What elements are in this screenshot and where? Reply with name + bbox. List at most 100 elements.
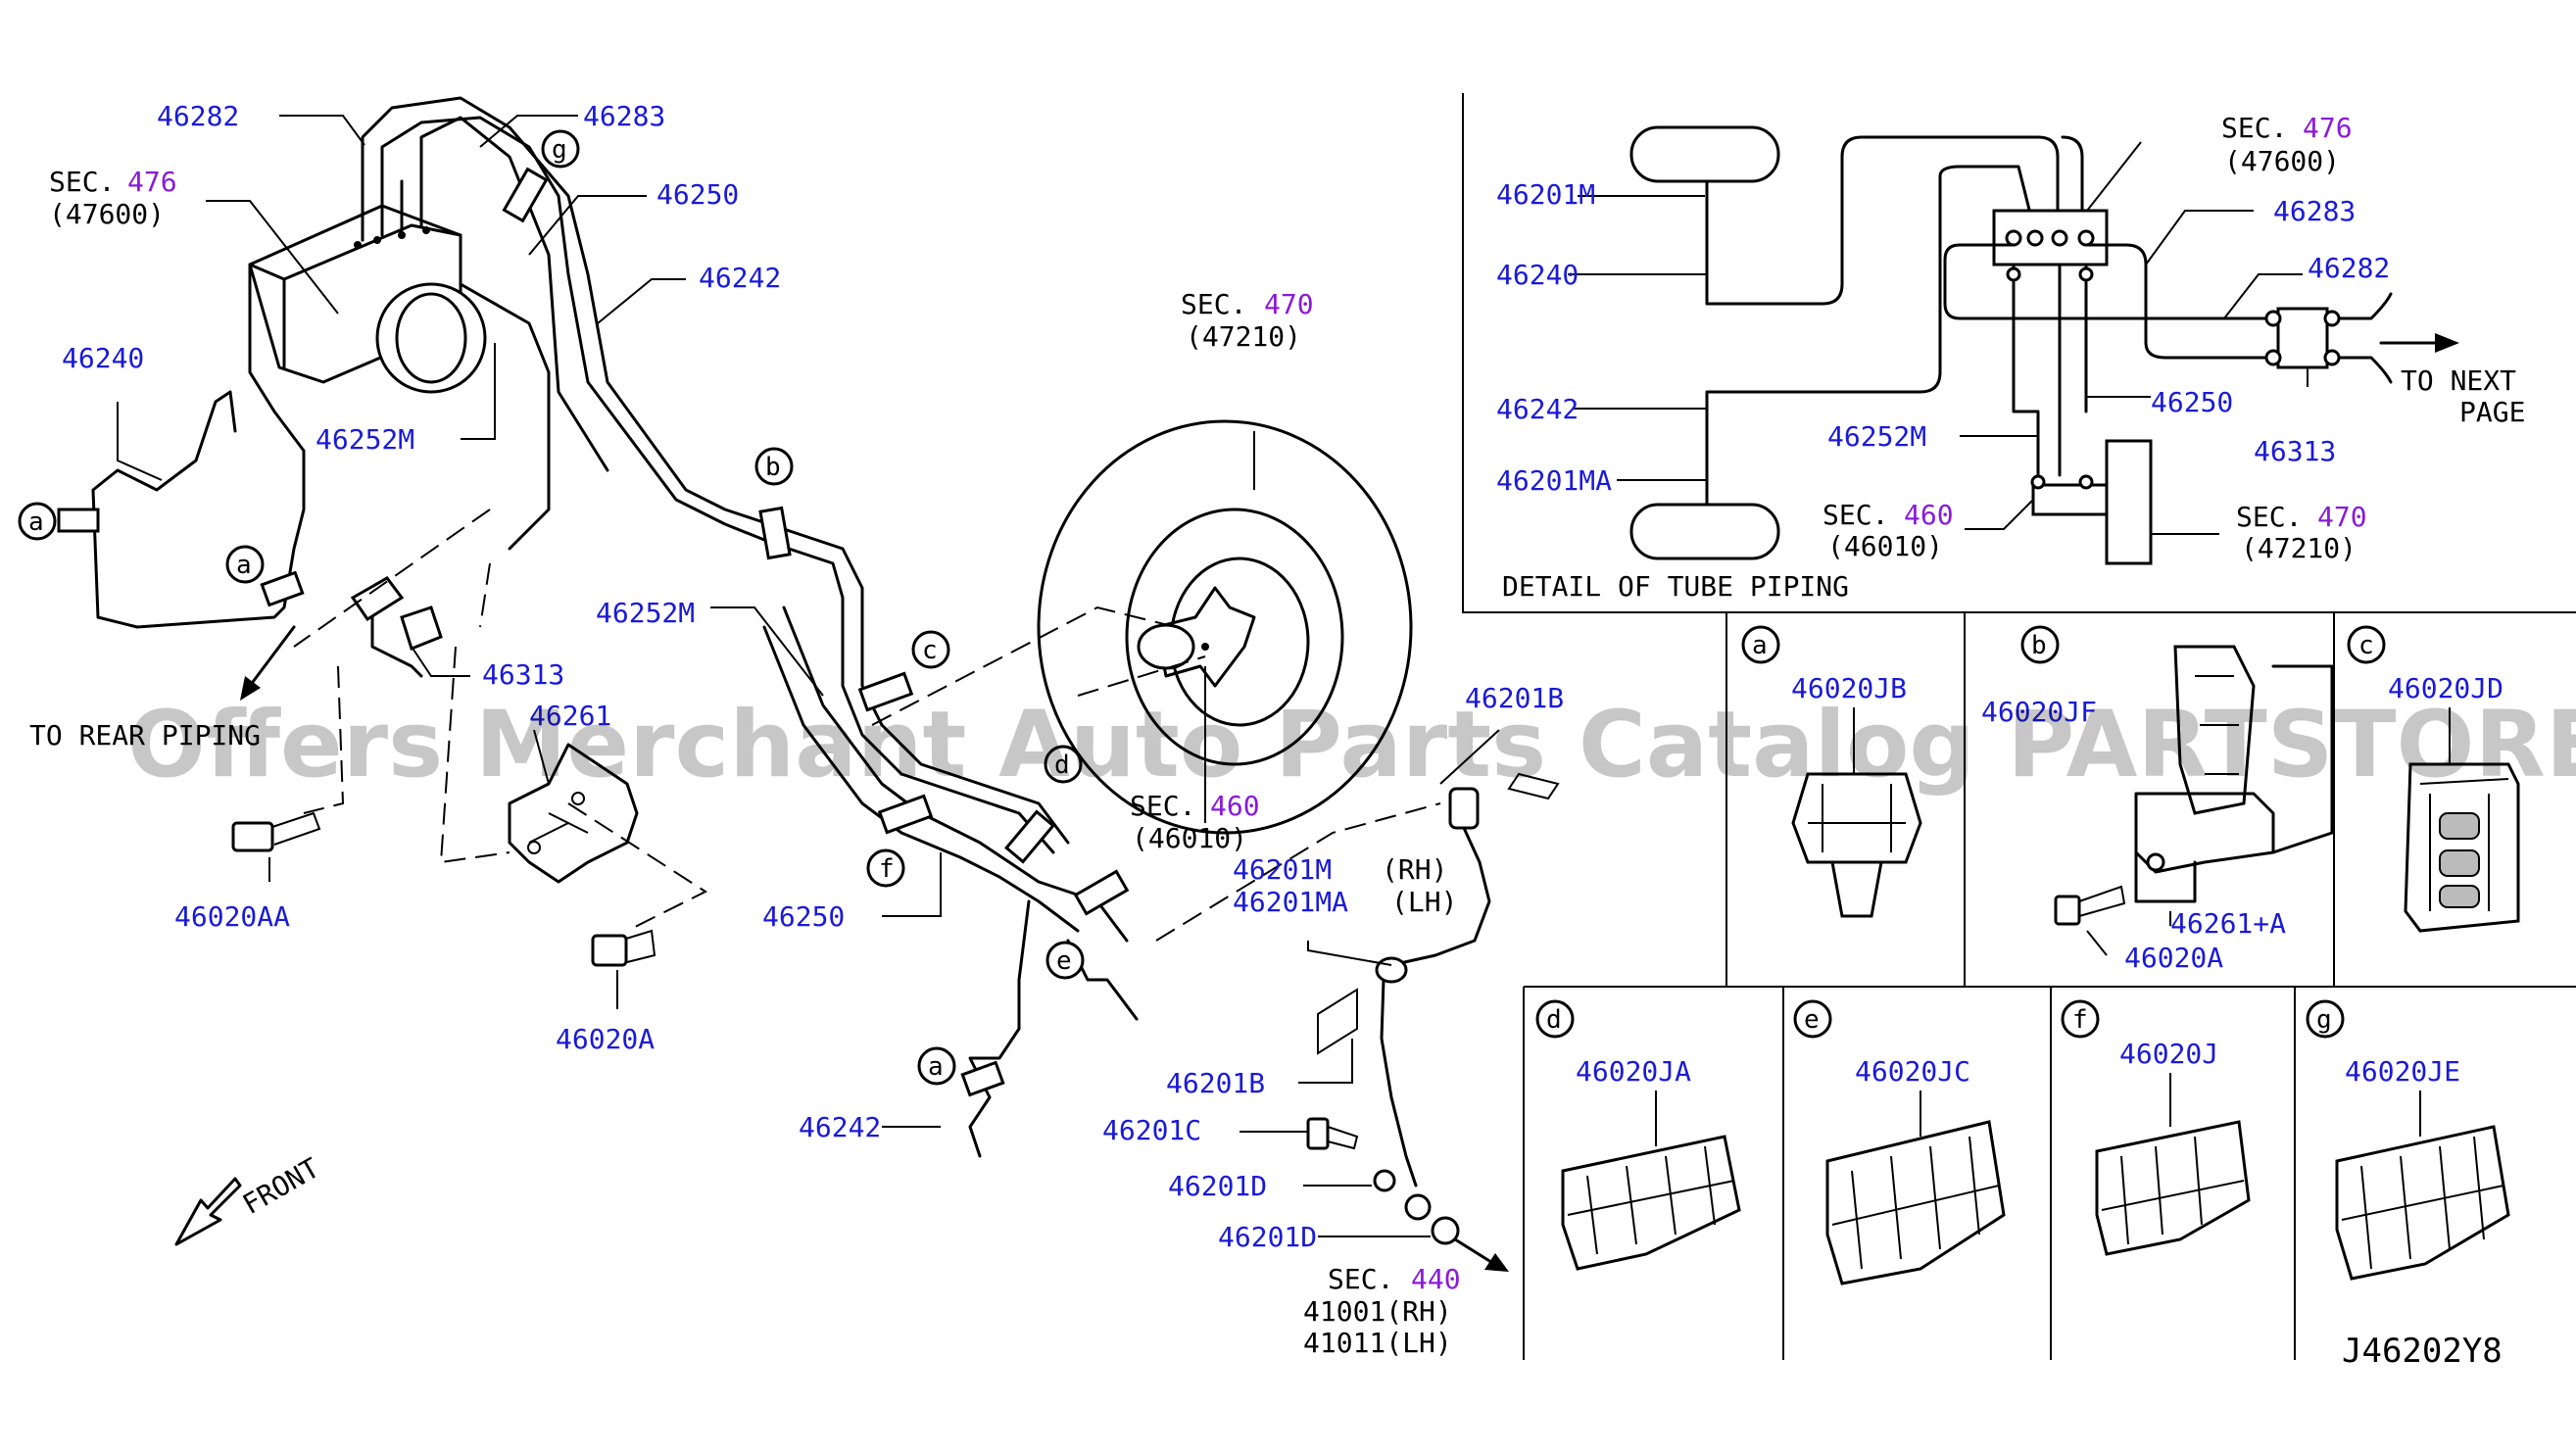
svg-text:46020JE: 46020JE bbox=[2345, 1055, 2460, 1088]
label-46252M: 46252M bbox=[316, 423, 414, 456]
svg-text:b: b bbox=[2031, 631, 2047, 660]
svg-text:470: 470 bbox=[1264, 288, 1314, 320]
svg-text:46261+A: 46261+A bbox=[2170, 907, 2286, 940]
leader-lines bbox=[117, 115, 1509, 1272]
svg-text:SEC.: SEC. bbox=[49, 166, 115, 198]
svg-text:g: g bbox=[552, 135, 567, 165]
svg-text:SEC.: SEC. bbox=[2236, 501, 2302, 533]
svg-text:TO NEXT: TO NEXT bbox=[2401, 364, 2516, 397]
svg-text:46020A: 46020A bbox=[2124, 942, 2223, 974]
svg-text:g: g bbox=[2316, 1005, 2332, 1035]
svg-text:476: 476 bbox=[2303, 112, 2353, 144]
svg-text:(47210): (47210) bbox=[1186, 320, 1301, 353]
svg-text:(LH): (LH) bbox=[1391, 886, 1457, 918]
label-46201C: 46201C bbox=[1102, 1114, 1201, 1146]
bracket-46261 bbox=[508, 743, 639, 884]
proportioning-valve bbox=[350, 576, 443, 678]
detail-labels: 46201M 46240 46242 46201MA SEC. 476 (476… bbox=[1496, 112, 2525, 603]
label-46201D-1: 46201D bbox=[1168, 1170, 1267, 1202]
svg-text:46250: 46250 bbox=[2151, 386, 2233, 418]
svg-text:(RH): (RH) bbox=[1382, 853, 1447, 886]
abs-actuator bbox=[248, 179, 487, 394]
label-46252M-2: 46252M bbox=[596, 597, 695, 629]
clip-grid bbox=[1523, 612, 2576, 1360]
svg-text:f: f bbox=[2072, 1005, 2088, 1035]
svg-text:c: c bbox=[2358, 631, 2374, 660]
svg-text:41011(LH): 41011(LH) bbox=[1303, 1327, 1452, 1359]
label-46242-2: 46242 bbox=[799, 1111, 881, 1143]
svg-text:e: e bbox=[1056, 946, 1072, 976]
svg-text:476: 476 bbox=[127, 166, 177, 198]
svg-text:SEC.: SEC. bbox=[1130, 790, 1195, 822]
svg-text:46242: 46242 bbox=[1496, 393, 1579, 425]
svg-text:46283: 46283 bbox=[2273, 195, 2356, 227]
main-tubes bbox=[91, 96, 1139, 1158]
callouts: a a g b c d f e a bbox=[18, 129, 1085, 1086]
svg-text:b: b bbox=[765, 453, 781, 482]
clip-d-46020JA: d 46020JA bbox=[1535, 999, 1741, 1271]
clip-g-46020JE: g 46020JE bbox=[2306, 999, 2510, 1281]
front-label: FRONT bbox=[237, 1151, 325, 1221]
label-46242: 46242 bbox=[699, 262, 781, 294]
front-arrow bbox=[174, 1177, 242, 1246]
svg-text:a: a bbox=[28, 508, 44, 537]
diagram-code: J46202Y8 bbox=[2342, 1332, 2503, 1371]
svg-text:(47600): (47600) bbox=[2224, 145, 2340, 177]
dashed-leaders bbox=[293, 509, 1441, 942]
label-46282: 46282 bbox=[157, 100, 239, 132]
svg-text:46020J: 46020J bbox=[2119, 1038, 2218, 1070]
label-46020A: 46020A bbox=[556, 1023, 655, 1055]
label-46201D-2: 46201D bbox=[1218, 1221, 1317, 1253]
svg-text:PAGE: PAGE bbox=[2459, 396, 2525, 428]
svg-text:46313: 46313 bbox=[2254, 435, 2336, 467]
label-46201MA: 46201MA bbox=[1233, 886, 1348, 918]
svg-text:a: a bbox=[928, 1052, 944, 1082]
svg-text:a: a bbox=[236, 551, 252, 580]
svg-text:46201M: 46201M bbox=[1496, 178, 1595, 211]
svg-text:46201MA: 46201MA bbox=[1496, 464, 1612, 497]
svg-text:SEC.: SEC. bbox=[2221, 112, 2287, 144]
svg-text:d: d bbox=[1054, 751, 1070, 780]
label-46201M: 46201M bbox=[1233, 853, 1332, 886]
svg-text:46282: 46282 bbox=[2308, 252, 2390, 284]
detail-box bbox=[1462, 93, 2576, 613]
svg-text:(47210): (47210) bbox=[2241, 532, 2357, 564]
svg-text:460: 460 bbox=[1210, 790, 1260, 822]
detail-title: DETAIL OF TUBE PIPING bbox=[1502, 570, 1849, 603]
to-rear-piping: TO REAR PIPING bbox=[29, 719, 261, 751]
watermark-text: Offers Merchant Auto Parts Catalog PARTS… bbox=[127, 692, 2576, 799]
label-46201B: 46201B bbox=[1166, 1067, 1265, 1099]
bolt-46020A bbox=[591, 929, 656, 967]
svg-text:41001(RH): 41001(RH) bbox=[1303, 1295, 1452, 1328]
svg-text:470: 470 bbox=[2317, 501, 2367, 533]
bolt-46020AA bbox=[231, 811, 321, 852]
svg-text:SEC.: SEC. bbox=[1823, 499, 1888, 531]
svg-text:46020JB: 46020JB bbox=[1791, 672, 1907, 704]
svg-text:440: 440 bbox=[1411, 1263, 1461, 1295]
svg-text:SEC.: SEC. bbox=[1181, 288, 1246, 320]
clip-e-46020JC: e 46020JC bbox=[1793, 999, 2006, 1285]
svg-text:46240: 46240 bbox=[1496, 259, 1579, 291]
svg-text:e: e bbox=[1804, 1005, 1820, 1035]
svg-text:a: a bbox=[1752, 631, 1768, 660]
main-labels: 46282 46283 SEC. 476 (47600) 46250 46242… bbox=[29, 100, 1564, 1359]
svg-text:(46010): (46010) bbox=[1132, 822, 1247, 854]
label-46283: 46283 bbox=[583, 100, 665, 132]
clip-a-46020JB: a 46020JB bbox=[1741, 625, 1922, 918]
svg-text:460: 460 bbox=[1904, 499, 1954, 531]
label-46250: 46250 bbox=[656, 178, 739, 211]
label-46020AA: 46020AA bbox=[174, 900, 290, 933]
svg-text:SEC.: SEC. bbox=[1328, 1263, 1393, 1295]
svg-text:c: c bbox=[922, 636, 938, 665]
svg-text:46020JD: 46020JD bbox=[2388, 672, 2503, 704]
clip-f-46020J: f 46020J bbox=[2061, 999, 2251, 1256]
brake-hose-assembly bbox=[1306, 772, 1560, 1245]
svg-text:46020JC: 46020JC bbox=[1855, 1055, 1970, 1088]
label-46261: 46261 bbox=[529, 700, 611, 732]
clip-b-46020JF: b 46020JF 46261+A 46020A bbox=[1981, 625, 2334, 974]
brake-booster bbox=[1037, 419, 1413, 835]
tube-clamps bbox=[57, 167, 1130, 1097]
clip-c-46020JD: c 46020JD bbox=[2347, 625, 2520, 933]
svg-text:d: d bbox=[1546, 1005, 1562, 1035]
